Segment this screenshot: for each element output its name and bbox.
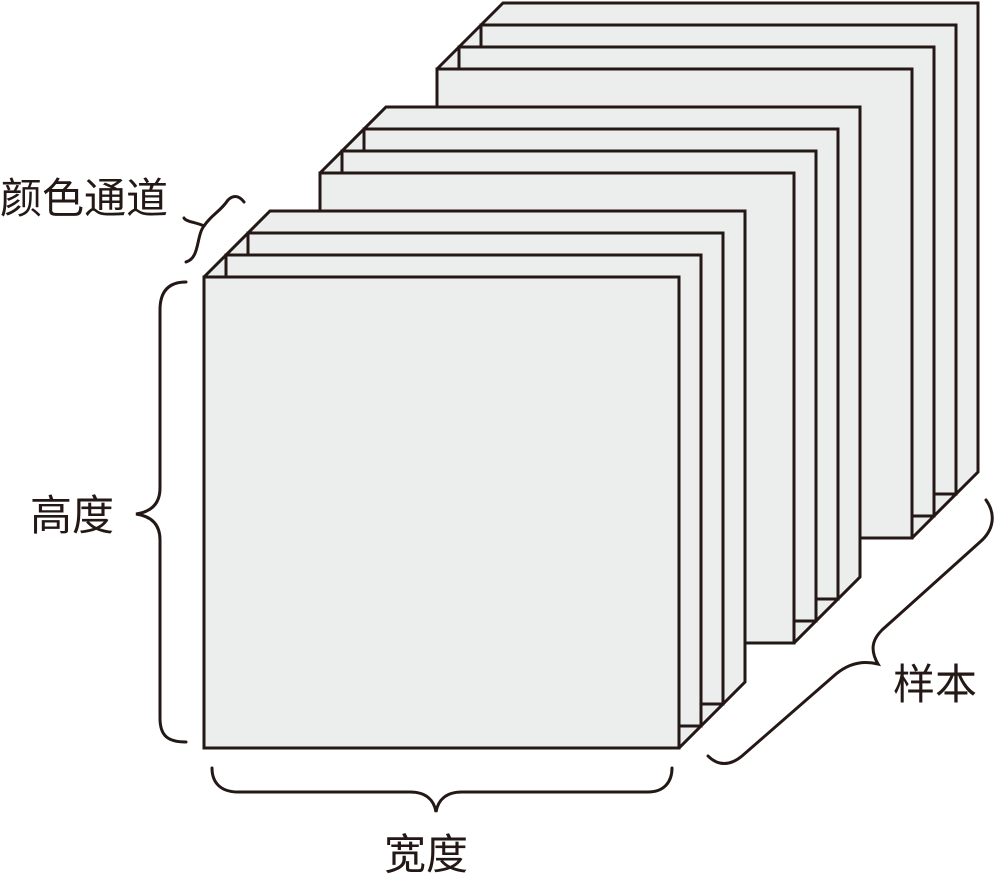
brace-channels — [182, 195, 246, 264]
channel-slab-back-edge — [386, 105, 862, 577]
brace-height — [135, 280, 188, 744]
channel-slab-back-edge — [503, 1, 980, 472]
label-height: 高度 — [30, 491, 115, 540]
brace-samples — [706, 498, 994, 765]
label-samples: 样本 — [893, 660, 978, 709]
label-color-channels: 颜色通道 — [0, 174, 169, 223]
label-width: 宽度 — [384, 830, 469, 879]
sample-front-slab — [202, 275, 681, 750]
channel-slab-back-edge — [270, 209, 747, 682]
brace-width — [210, 766, 674, 813]
